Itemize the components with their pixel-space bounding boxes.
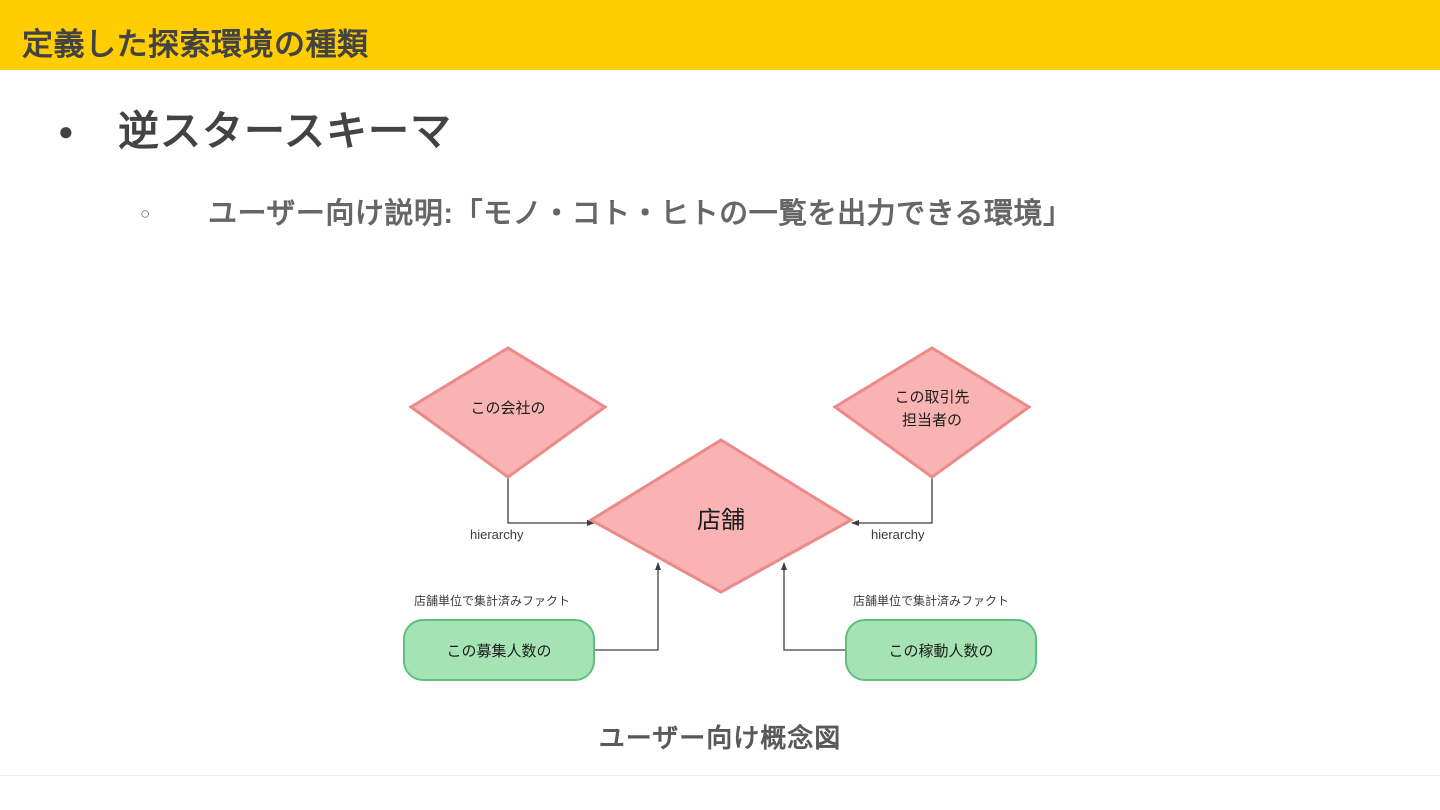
slide-title: 定義した探索環境の種類	[22, 27, 369, 62]
edge-label-fact-right: 店舗単位で集計済みファクト	[853, 593, 1009, 608]
edge-active-to-store: 店舗単位で集計済みファクト	[781, 562, 1009, 651]
edge-label-hierarchy-left: hierarchy	[470, 527, 524, 542]
edge-active-to-store-line	[781, 562, 846, 651]
node-store[interactable]: 店舗	[588, 438, 854, 594]
bullet-level-2: ○ ユーザー向け説明:「モノ・コト・ヒトの一覧を出力できる環境」	[140, 195, 1073, 233]
node-active[interactable]: この稼動人数の	[845, 619, 1037, 681]
bullet-circle-icon: ○	[140, 204, 151, 223]
bullet-level-1: ● 逆スタースキーマ	[58, 105, 452, 157]
edge-company-to-store: hierarchy	[470, 477, 595, 542]
node-active-shape[interactable]	[845, 619, 1037, 681]
edge-label-hierarchy-right: hierarchy	[871, 527, 925, 542]
bullet-level-1-text: 逆スタースキーマ	[118, 108, 452, 154]
slide-header-bar: 定義した探索環境の種類	[0, 0, 1440, 70]
node-client-label-line1: この取引先	[894, 389, 969, 406]
edge-client-to-store: hierarchy	[851, 477, 933, 542]
node-company-label: この会社の	[470, 400, 545, 417]
node-active-label: この稼動人数の	[888, 643, 993, 660]
edge-recruit-to-store: 店舗単位で集計済みファクト	[414, 562, 661, 651]
diagram-caption: ユーザー向け概念図	[598, 723, 842, 753]
bullet-level-2-text: ユーザー向け説明:「モノ・コト・ヒトの一覧を出力できる環境」	[208, 198, 1073, 230]
node-company-shape[interactable]	[408, 346, 608, 479]
node-client[interactable]: この取引先 担当者の	[832, 346, 1032, 479]
node-client-shape[interactable]	[832, 346, 1032, 479]
node-recruit-shape[interactable]	[403, 619, 595, 681]
node-recruit-label: この募集人数の	[446, 643, 551, 660]
node-client-label-line2: 担当者の	[902, 412, 962, 429]
concept-diagram: hierarchy hierarchy 店舗単位で集計済みファクト 店舗単位で集…	[0, 330, 1440, 710]
edge-client-to-store-line	[851, 477, 933, 526]
edge-label-fact-left: 店舗単位で集計済みファクト	[414, 593, 570, 608]
edge-recruit-to-store-line	[594, 562, 661, 651]
node-company[interactable]: この会社の	[408, 346, 608, 479]
node-store-shape[interactable]	[588, 438, 854, 594]
bullet-disc-icon: ●	[58, 116, 74, 146]
edge-company-to-store-line	[507, 477, 595, 526]
node-recruit[interactable]: この募集人数の	[403, 619, 595, 681]
node-store-label: 店舗	[697, 507, 745, 534]
concept-diagram-svg: hierarchy hierarchy 店舗単位で集計済みファクト 店舗単位で集…	[403, 346, 1037, 681]
bottom-divider	[0, 775, 1440, 776]
